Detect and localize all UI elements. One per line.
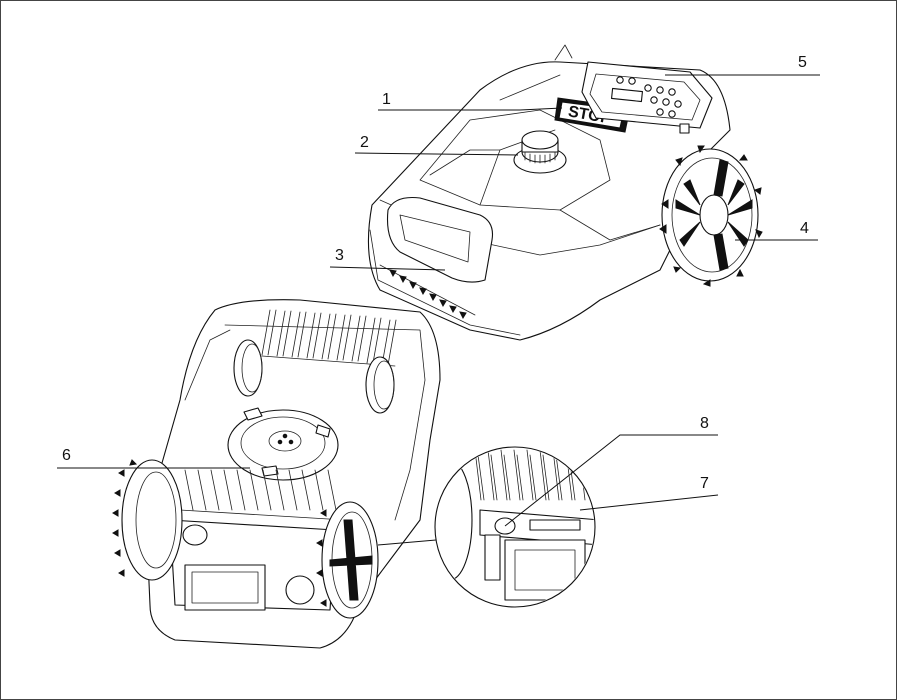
caster-wheels — [233, 339, 395, 414]
control-panel — [581, 61, 713, 134]
mower-top-view: STOP — [367, 44, 763, 341]
callout-1: 1 — [378, 91, 563, 111]
callout-number-5: 5 — [798, 54, 807, 71]
right-wheel-underside — [316, 501, 379, 619]
rear-teeth — [261, 309, 397, 367]
callout-5: 5 — [665, 54, 820, 76]
callout-number-7: 7 — [700, 475, 709, 492]
rear-wheel — [659, 145, 763, 287]
callout-number-2: 2 — [360, 134, 369, 151]
callout-3: 3 — [329, 247, 446, 271]
callout-number-6: 6 — [62, 447, 71, 464]
mower-underside-view — [112, 299, 441, 649]
cutting-blade-disc — [227, 407, 339, 481]
height-adjust-knob — [513, 130, 567, 174]
front-teeth — [179, 469, 346, 521]
front-bumper-teeth — [389, 269, 467, 320]
callout-8: 8 — [504, 415, 718, 527]
callout-2: 2 — [354, 134, 519, 156]
left-wheel — [112, 459, 183, 581]
callout-6: 6 — [57, 447, 250, 469]
callout-number-1: 1 — [382, 91, 391, 108]
callout-number-8: 8 — [700, 415, 709, 432]
callout-7: 7 — [579, 475, 719, 511]
callout-number-4: 4 — [800, 220, 809, 237]
callout-number-3: 3 — [335, 247, 344, 264]
callout-4: 4 — [735, 220, 818, 241]
